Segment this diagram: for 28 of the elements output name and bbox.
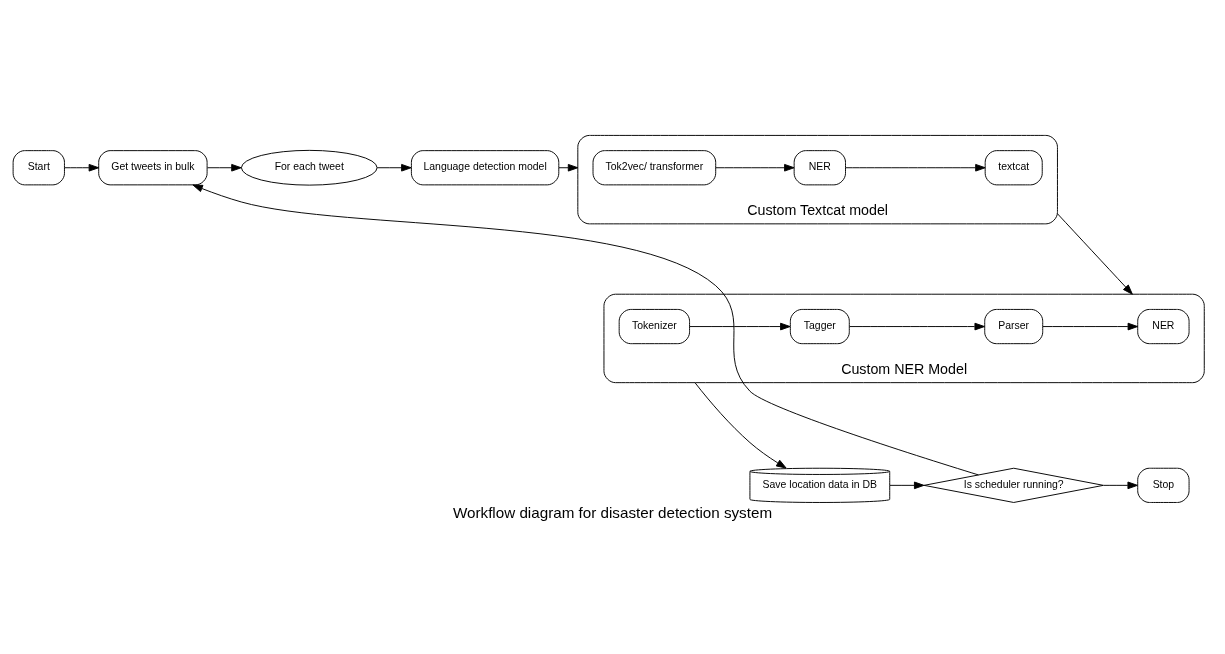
node-box: Tokenizer (618, 308, 691, 344)
node-box: NER (793, 149, 846, 185)
node-box: Tagger (789, 308, 850, 344)
arrow (1057, 212, 1133, 295)
arrow (849, 322, 985, 330)
node-box: Language detection model (410, 149, 560, 185)
node-box: Parser (984, 308, 1044, 344)
arrow (1103, 481, 1138, 489)
arrow (689, 322, 791, 330)
node-ellipse: For each tweet (240, 149, 378, 186)
node-box: NER (1137, 308, 1190, 344)
arrow (376, 163, 412, 172)
arrow (192, 183, 979, 475)
caption: Workflow diagram for disaster detection system (452, 503, 773, 521)
arrow (845, 163, 986, 172)
arrow (1042, 322, 1139, 330)
arrow (694, 381, 787, 468)
arrow (715, 163, 795, 172)
arrow (64, 163, 100, 172)
node-box: Tok2vec/ transformer (592, 149, 717, 185)
node-box: textcat (984, 149, 1043, 185)
node-box: Start (12, 149, 65, 185)
arrow (889, 481, 925, 489)
arrow (558, 163, 579, 172)
node-box: Get tweets in bulk (98, 149, 208, 185)
node-diamond: Is scheduler running? (923, 467, 1104, 503)
node-box: Stop (1137, 467, 1190, 503)
arrow (206, 163, 242, 172)
